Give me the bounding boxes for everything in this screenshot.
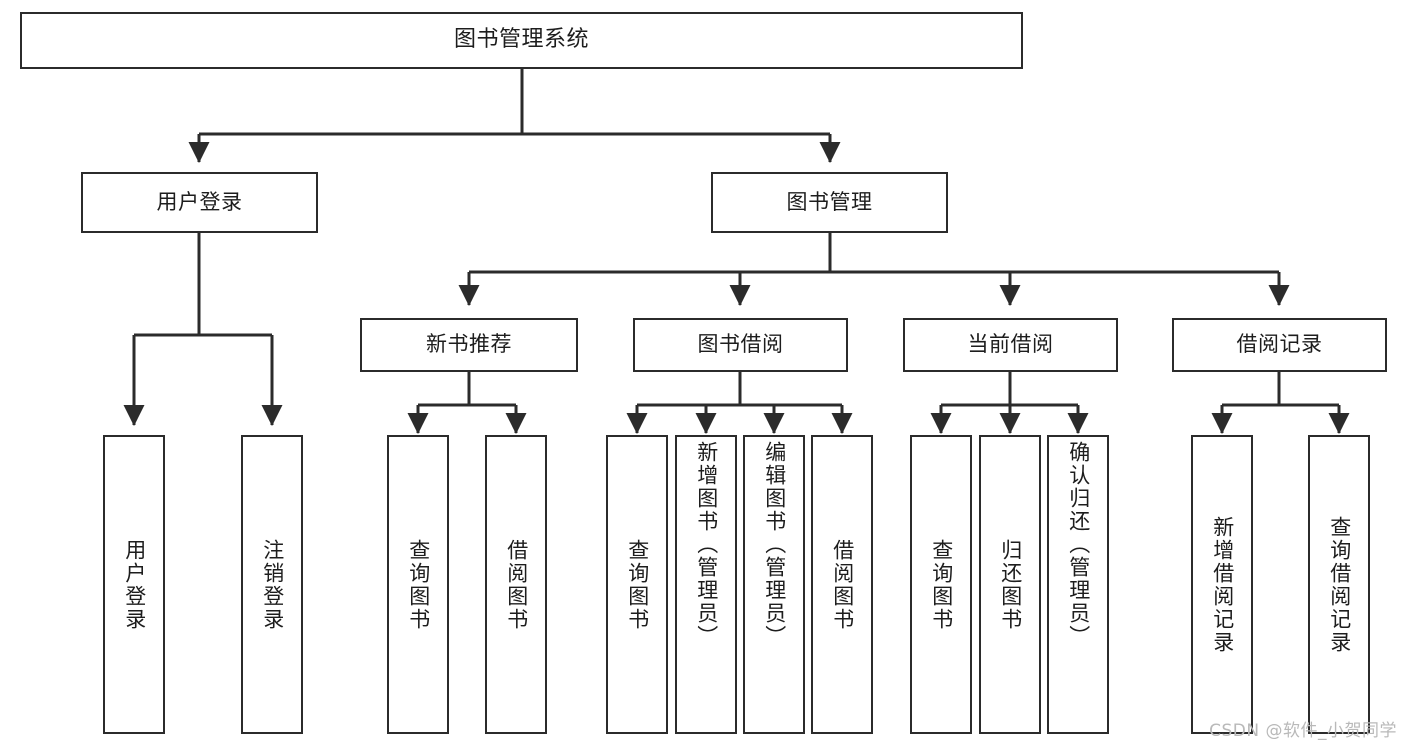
node-borrow-record[interactable]: 借阅记录 [1172, 318, 1387, 372]
node-book-management[interactable]: 图书管理 [711, 172, 948, 233]
leaf-label: 借阅图书 [830, 538, 855, 631]
node-book-borrow[interactable]: 图书借阅 [633, 318, 848, 372]
node-user-login[interactable]: 用户登录 [81, 172, 318, 233]
leaf-label: 借阅图书 [504, 538, 529, 631]
node-label: 用户登录 [156, 189, 243, 214]
node-book-management-system[interactable]: 图书管理系统 [20, 12, 1023, 69]
leaf-user-login[interactable]: 用户登录 [103, 435, 165, 734]
leaf-label: 新增图书（管理员） [694, 441, 719, 648]
leaf-query-borrow-record[interactable]: 查询借阅记录 [1308, 435, 1370, 734]
leaf-label: 查询借阅记录 [1327, 515, 1352, 654]
leaf-edit-book-admin[interactable]: 编辑图书（管理员） [743, 435, 805, 734]
node-label: 借阅记录 [1236, 332, 1323, 357]
leaf-add-borrow-record[interactable]: 新增借阅记录 [1191, 435, 1253, 734]
leaf-label: 用户登录 [122, 538, 147, 631]
leaf-label: 新增借阅记录 [1210, 515, 1235, 654]
leaf-query-book-current[interactable]: 查询图书 [910, 435, 972, 734]
node-new-book-recommend[interactable]: 新书推荐 [360, 318, 578, 372]
leaf-confirm-return-admin[interactable]: 确认归还（管理员） [1047, 435, 1109, 734]
leaf-query-book-recommend[interactable]: 查询图书 [387, 435, 449, 734]
leaf-return-book[interactable]: 归还图书 [979, 435, 1041, 734]
node-current-borrow[interactable]: 当前借阅 [903, 318, 1118, 372]
leaf-label: 确认归还（管理员） [1066, 441, 1091, 648]
leaf-label: 查询图书 [406, 538, 431, 631]
leaf-query-book-borrow[interactable]: 查询图书 [606, 435, 668, 734]
leaf-label: 查询图书 [625, 538, 650, 631]
node-label: 当前借阅 [967, 332, 1054, 357]
node-label: 图书借阅 [697, 332, 784, 357]
node-label: 图书管理 [786, 189, 873, 214]
leaf-label: 注销登录 [260, 538, 285, 631]
node-label: 新书推荐 [426, 332, 512, 357]
leaf-borrow-book[interactable]: 借阅图书 [811, 435, 873, 734]
leaf-borrow-book-recommend[interactable]: 借阅图书 [485, 435, 547, 734]
leaf-add-book-admin[interactable]: 新增图书（管理员） [675, 435, 737, 734]
node-label: 图书管理系统 [453, 27, 589, 53]
leaf-label: 查询图书 [929, 538, 954, 631]
leaf-logout[interactable]: 注销登录 [241, 435, 303, 734]
leaf-label: 编辑图书（管理员） [762, 441, 787, 648]
leaf-label: 归还图书 [998, 538, 1023, 631]
